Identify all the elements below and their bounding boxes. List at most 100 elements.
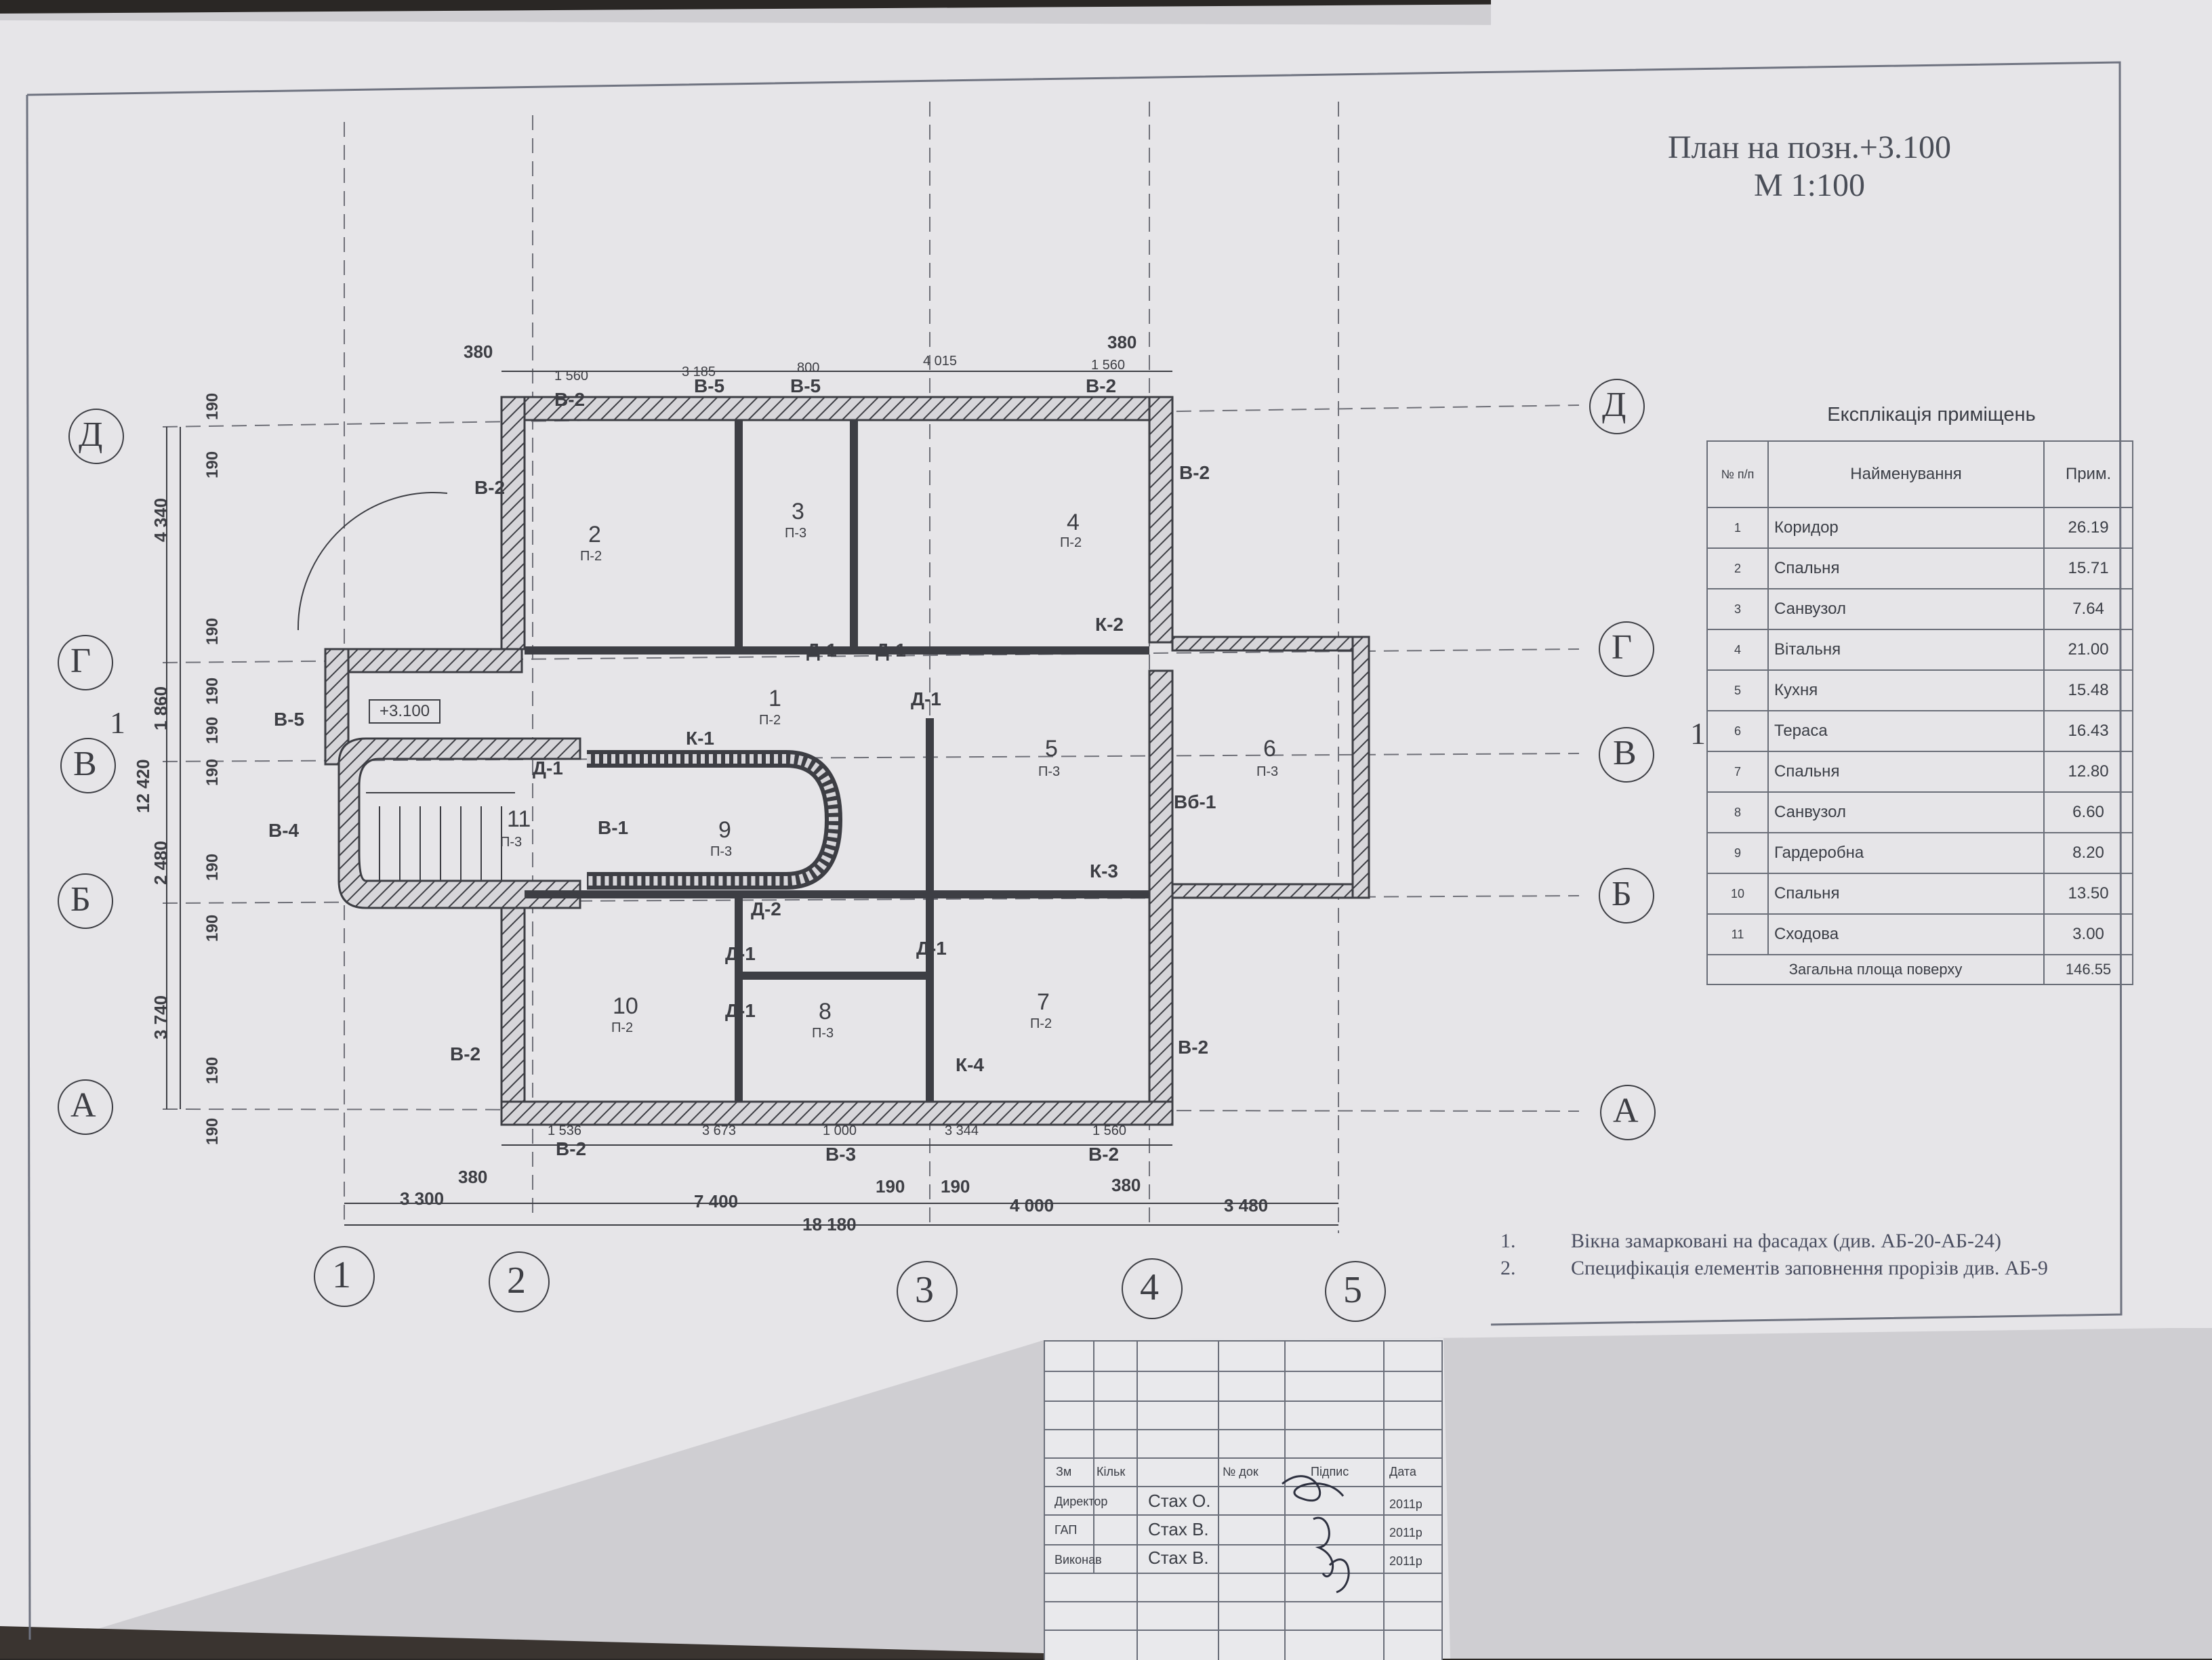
axis-row-b-right: Б: [1612, 875, 1632, 913]
dim-left-190-10: 190: [203, 1117, 222, 1145]
stamp-name-2: Стах В.: [1148, 1519, 1209, 1539]
drawing-title: План на позн.+3.100 М 1:100: [1620, 129, 1999, 205]
dim-left-190-4: 190: [203, 677, 222, 705]
row-value: 8.20: [2043, 832, 2133, 874]
note-number: 2.: [1500, 1257, 1516, 1279]
dim-bottom-4: 3 480: [1224, 1195, 1269, 1216]
dimension-lines: [166, 371, 1338, 1226]
mark-vb1: Вб-1: [1174, 791, 1216, 812]
section-mark-right: 1: [1690, 716, 1706, 751]
mark-d1-e: Д-1: [725, 943, 756, 964]
row-no: 3: [1706, 588, 1769, 630]
row-value: 16.43: [2043, 710, 2133, 752]
dim-wall-190-b: 190: [941, 1176, 970, 1197]
room-8-tag: П-3: [812, 1026, 834, 1041]
axis-row-b-left: Б: [70, 880, 91, 919]
row-no: 6: [1706, 710, 1769, 752]
stamp-date-3: 2011р: [1389, 1554, 1422, 1568]
room-11-tag: П-3: [500, 835, 523, 850]
axis-bubbles: [58, 379, 1656, 1322]
mark-v2-bottom-right: В-2: [1178, 1037, 1209, 1058]
dim-top-380-a: 380: [464, 341, 493, 362]
axis-row-d-left: Д: [79, 415, 103, 454]
level-mark: +3.100: [369, 699, 441, 724]
dim-bottom-3: 4 000: [1010, 1195, 1054, 1216]
exterior-walls: [324, 396, 1370, 1126]
mark-v1: В-1: [598, 817, 629, 838]
mark-d1-f: Д-1: [725, 1000, 756, 1021]
mark-v2-top-right: В-2: [1086, 375, 1117, 396]
room-1-no: 1: [769, 686, 781, 711]
dim-bottom-total: 18 180: [802, 1214, 857, 1234]
room-3-tag: П-3: [785, 526, 807, 541]
axis-row-g-left: Г: [70, 642, 91, 680]
stair-treads: [366, 792, 515, 881]
stamp-date-2: 2011р: [1389, 1526, 1422, 1539]
interior-walls: [525, 420, 1149, 1102]
room-1-tag: П-2: [759, 713, 781, 728]
header-name: Найменування: [1767, 440, 2045, 508]
axis-row-v-left: В: [73, 745, 97, 783]
room-3-no: 3: [792, 499, 804, 524]
stamp-date-1: 2011р: [1389, 1497, 1422, 1511]
dim-top-3: 800: [797, 360, 820, 375]
row-value: 12.80: [2043, 751, 2133, 793]
dim-wall-380-a: 380: [458, 1167, 488, 1187]
mark-d1-d: Д-1: [533, 758, 563, 779]
mark-v4: В-4: [268, 820, 300, 841]
note-text: Вікна замарковані на фасадах (див. АБ-20…: [1571, 1230, 2001, 1252]
row-name: Спальня: [1767, 547, 2045, 589]
room-4-tag: П-2: [1060, 535, 1082, 550]
note-text: Специфікація елементів заповнення проріз…: [1571, 1257, 2048, 1279]
dim-bottom-inner-2: 3 673: [702, 1123, 737, 1138]
header-note: Прим.: [2043, 440, 2133, 508]
row-no: 11: [1706, 913, 1769, 955]
row-value: 26.19: [2043, 507, 2133, 549]
axis-row-d-right: Д: [1602, 386, 1626, 424]
stamp-header-sign: Підпис: [1311, 1465, 1349, 1478]
stamp-header-doc: № док: [1223, 1465, 1258, 1478]
dim-left-4: 3 740: [150, 995, 171, 1039]
mark-k1: К-1: [686, 728, 714, 749]
room-7-tag: П-2: [1030, 1016, 1052, 1031]
row-no: 10: [1706, 873, 1769, 915]
row-no: 1: [1706, 507, 1769, 549]
row-no: 4: [1706, 629, 1769, 671]
room-9-no: 9: [718, 817, 731, 843]
room-5-no: 5: [1045, 736, 1058, 762]
stamp-header-date: Дата: [1389, 1465, 1416, 1478]
mark-v2-top-left: В-2: [554, 389, 586, 410]
dim-left-190-8: 190: [203, 914, 222, 942]
dim-top-5: 1 560: [1091, 358, 1126, 373]
dim-bottom-inner-5: 1 560: [1092, 1123, 1127, 1138]
row-value: 6.60: [2043, 791, 2133, 833]
dim-left-190-3: 190: [203, 617, 222, 645]
mark-v3-bottom: В-3: [825, 1144, 857, 1165]
row-name: Спальня: [1767, 873, 2045, 915]
total-value: 146.55: [2043, 954, 2133, 985]
row-name: Тераса: [1767, 710, 2045, 752]
dim-top-4: 4 015: [923, 354, 958, 369]
dim-left-2: 1 860: [150, 686, 171, 730]
mark-d1-c: Д-1: [911, 688, 941, 709]
dim-bottom-2: 7 400: [694, 1191, 739, 1211]
mark-v5-top: В-5: [694, 375, 725, 396]
drawing-sheet: [0, 20, 2169, 1659]
row-name: Санвузол: [1767, 588, 2045, 630]
stamp-grid: [1045, 1342, 1441, 1660]
mark-k2: К-2: [1095, 614, 1124, 635]
room-9-tag: П-3: [710, 844, 733, 859]
dim-bottom-inner-3: 1 000: [823, 1123, 857, 1138]
title-block-stamp: Зм Кільк № док Підпис Дата Директор Стах…: [1044, 1340, 1443, 1660]
section-mark-left: 1: [110, 705, 125, 740]
room-11-no: 11: [507, 806, 531, 832]
mark-v2-right: В-2: [1179, 462, 1210, 483]
room-6-tag: П-3: [1256, 764, 1279, 779]
